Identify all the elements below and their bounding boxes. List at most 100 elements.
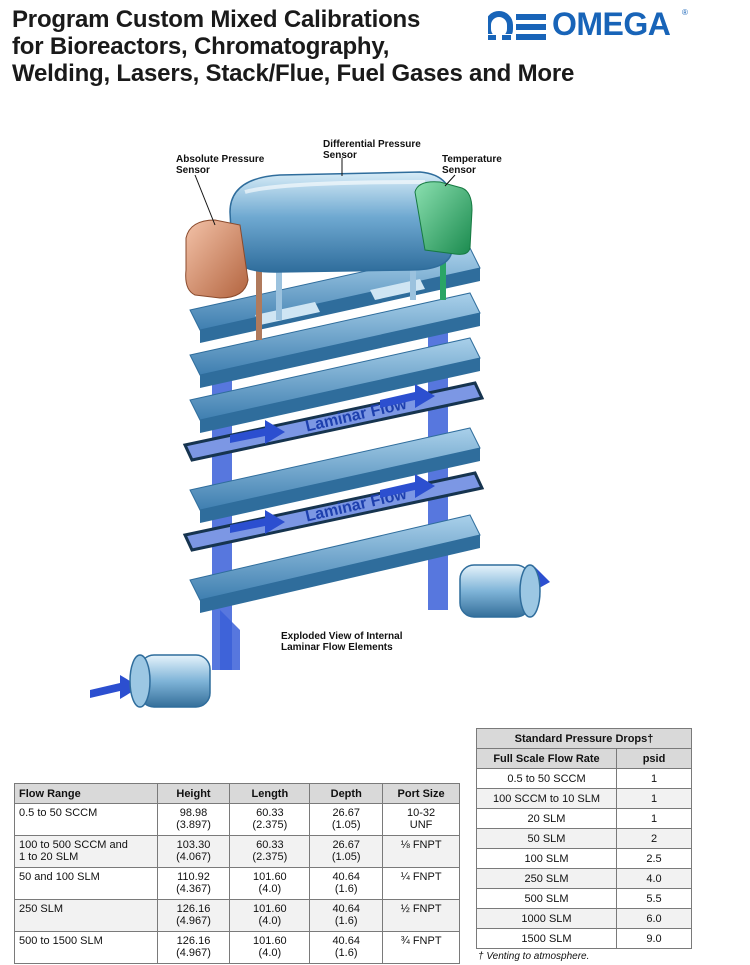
cell-line: 50 and 100 SLM: [19, 871, 100, 883]
cell-line: (1.05): [331, 851, 361, 863]
callout-absolute-line-1: Absolute Pressure: [176, 154, 265, 165]
cell-line: 40.64: [332, 871, 360, 883]
cell-height: 110.92(4.367): [156, 867, 231, 900]
cell-flow-rate: 100 SLM: [476, 848, 617, 869]
cell-port: ½ FNPT: [382, 899, 460, 932]
table-header-row: Flow Range Height Length Depth Port Size: [14, 783, 460, 804]
inlet-fitting: [129, 654, 211, 708]
temperature-sensor: [414, 181, 473, 255]
cell-psid: 2: [616, 828, 692, 849]
cell-line: ¾ FNPT: [400, 935, 442, 947]
cell-line: 40.64: [332, 935, 360, 947]
absolute-pressure-sensor: [185, 219, 249, 299]
cell-line: (1.6): [334, 883, 358, 895]
cell-line: 26.67: [332, 839, 360, 851]
cell-line: (4.0): [258, 915, 282, 927]
cell-line: 98.98: [179, 807, 208, 819]
callout-temperature: Temperature Sensor: [442, 154, 502, 176]
cell-flow-rate: 20 SLM: [476, 808, 617, 829]
cell-line: (4.967): [176, 947, 211, 959]
pressure-drops-table: Standard Pressure Drops† Full Scale Flow…: [476, 728, 692, 949]
cell-line: ¼ FNPT: [400, 871, 442, 883]
cell-line: 250 SLM: [19, 903, 64, 915]
cell-height: 126.16(4.967): [156, 899, 231, 932]
headline-line-3: Welding, Lasers, Stack/Flue, Fuel Gases …: [12, 60, 575, 87]
cell-line: (2.375): [252, 819, 288, 831]
trademark-mark: ®: [682, 8, 688, 17]
cell-flow-rate: 100 SCCM to 10 SLM: [476, 788, 617, 809]
cell-line: 126.16: [176, 903, 211, 915]
illustration-caption: Exploded View of Internal Laminar Flow E…: [281, 631, 403, 653]
cell-port: ¼ FNPT: [382, 867, 460, 900]
col-height: Height: [156, 783, 231, 804]
cell-flow-rate: 1000 SLM: [476, 908, 617, 929]
cell-line: (3.897): [176, 819, 211, 831]
cell-line: 10-32: [407, 807, 436, 819]
table-header-row: Full Scale Flow Rate psid: [476, 748, 692, 769]
cell-psid: 9.0: [616, 928, 692, 949]
callout-temperature-line-2: Sensor: [442, 165, 476, 176]
cell-line: UNF: [409, 819, 433, 831]
exploded-view-illustration: Laminar Flow Laminar Flow: [90, 158, 550, 708]
cell-line: 60.33: [256, 839, 284, 851]
cell-depth: 26.67(1.05): [309, 835, 384, 868]
table-title-row: Standard Pressure Drops†: [476, 728, 692, 749]
cell-port: ⅛ FNPT: [382, 835, 460, 868]
cell-psid: 1: [616, 808, 692, 829]
cell-line: 126.16: [176, 935, 211, 947]
cell-range: 50 and 100 SLM: [14, 867, 158, 900]
cell-line: (1.6): [334, 947, 358, 959]
cell-length: 60.33(2.375): [229, 835, 311, 868]
col-flow-range: Flow Range: [14, 783, 158, 804]
cell-line: (1.6): [334, 915, 358, 927]
cell-line: ⅛ FNPT: [400, 839, 442, 851]
cell-length: 60.33(2.375): [229, 803, 311, 836]
cell-line: 0.5 to 50 SCCM: [19, 807, 98, 819]
callout-differential-line-1: Differential Pressure: [323, 139, 421, 150]
caption-line-2: Laminar Flow Elements: [281, 642, 393, 653]
cell-line: 101.60: [253, 903, 287, 915]
col-depth: Depth: [309, 783, 384, 804]
cell-height: 98.98(3.897): [156, 803, 231, 836]
cell-line: (4.067): [176, 851, 211, 863]
cell-flow-rate: 500 SLM: [476, 888, 617, 909]
cell-psid: 6.0: [616, 908, 692, 929]
omega-logo-text: OMEGA: [552, 6, 671, 42]
cell-psid: 4.0: [616, 868, 692, 889]
callout-differential-line-2: Sensor: [323, 150, 357, 161]
headline-line-1: Program Custom Mixed Calibrations: [12, 6, 421, 33]
cell-psid: 1: [616, 768, 692, 789]
cell-flow-rate: 0.5 to 50 SCCM: [476, 768, 617, 789]
cell-range: 250 SLM: [14, 899, 158, 932]
cell-depth: 40.64(1.6): [309, 899, 384, 932]
cell-flow-rate: 50 SLM: [476, 828, 617, 849]
col-psid: psid: [616, 748, 692, 769]
callout-absolute-line-2: Sensor: [176, 165, 210, 176]
col-full-scale-flow-rate: Full Scale Flow Rate: [476, 748, 617, 769]
cell-psid: 2.5: [616, 848, 692, 869]
cell-flow-rate: 1500 SLM: [476, 928, 617, 949]
cell-line: 101.60: [253, 871, 287, 883]
callout-differential-pressure: Differential Pressure Sensor: [323, 139, 421, 161]
cell-flow-rate: 250 SLM: [476, 868, 617, 889]
pressure-footnote: † Venting to atmosphere.: [478, 951, 590, 962]
cell-line: 110.92: [177, 871, 210, 883]
cell-height: 126.16(4.967): [156, 931, 231, 964]
cell-range: 0.5 to 50 SCCM: [14, 803, 158, 836]
cell-height: 103.30(4.067): [156, 835, 231, 868]
omega-logo: OMEGA ®: [488, 6, 688, 42]
cell-line: 40.64: [332, 903, 360, 915]
